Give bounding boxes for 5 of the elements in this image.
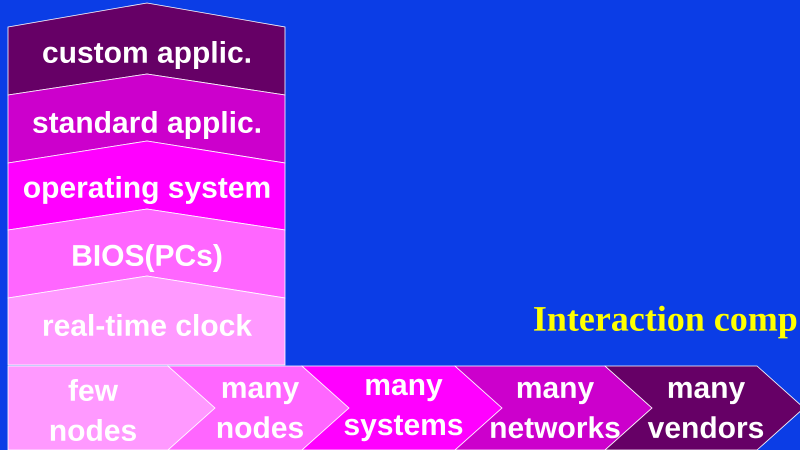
layer-band: real-time clock <box>8 276 286 366</box>
layer-band: custom applic. <box>8 2 286 96</box>
layer-band: BIOS(PCs) <box>8 208 286 298</box>
stage-band: few nodes <box>8 366 216 450</box>
heading-text: Interaction comp <box>534 306 796 338</box>
